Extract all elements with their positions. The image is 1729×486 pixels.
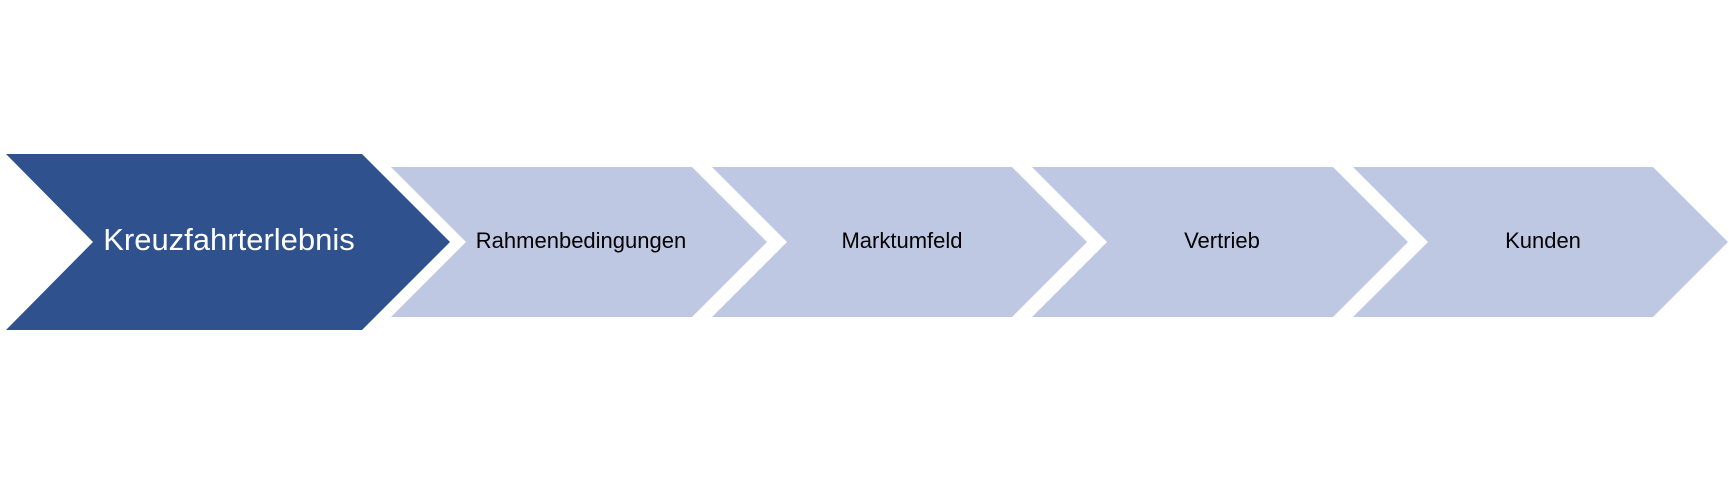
chevron-shape-1	[6, 154, 450, 330]
chevron-step-3: Marktumfeld	[712, 167, 1087, 317]
chevron-label-1: Kreuzfahrterlebnis	[103, 222, 355, 257]
chevron-label-3: Marktumfeld	[841, 228, 962, 253]
chevron-step-4: Vertrieb	[1032, 167, 1408, 317]
chevron-shape-4	[1032, 167, 1408, 317]
chevron-label-5: Kunden	[1505, 228, 1581, 253]
chevron-step-2: Rahmenbedingungen	[391, 167, 767, 317]
chevron-shape-5	[1353, 167, 1728, 317]
chevron-shape-3	[712, 167, 1087, 317]
chevron-step-1: Kreuzfahrterlebnis	[6, 154, 450, 330]
chevron-step-5: Kunden	[1353, 167, 1728, 317]
chevron-label-4: Vertrieb	[1184, 228, 1260, 253]
chevron-shape-2	[391, 167, 767, 317]
chevron-label-2: Rahmenbedingungen	[476, 228, 686, 253]
